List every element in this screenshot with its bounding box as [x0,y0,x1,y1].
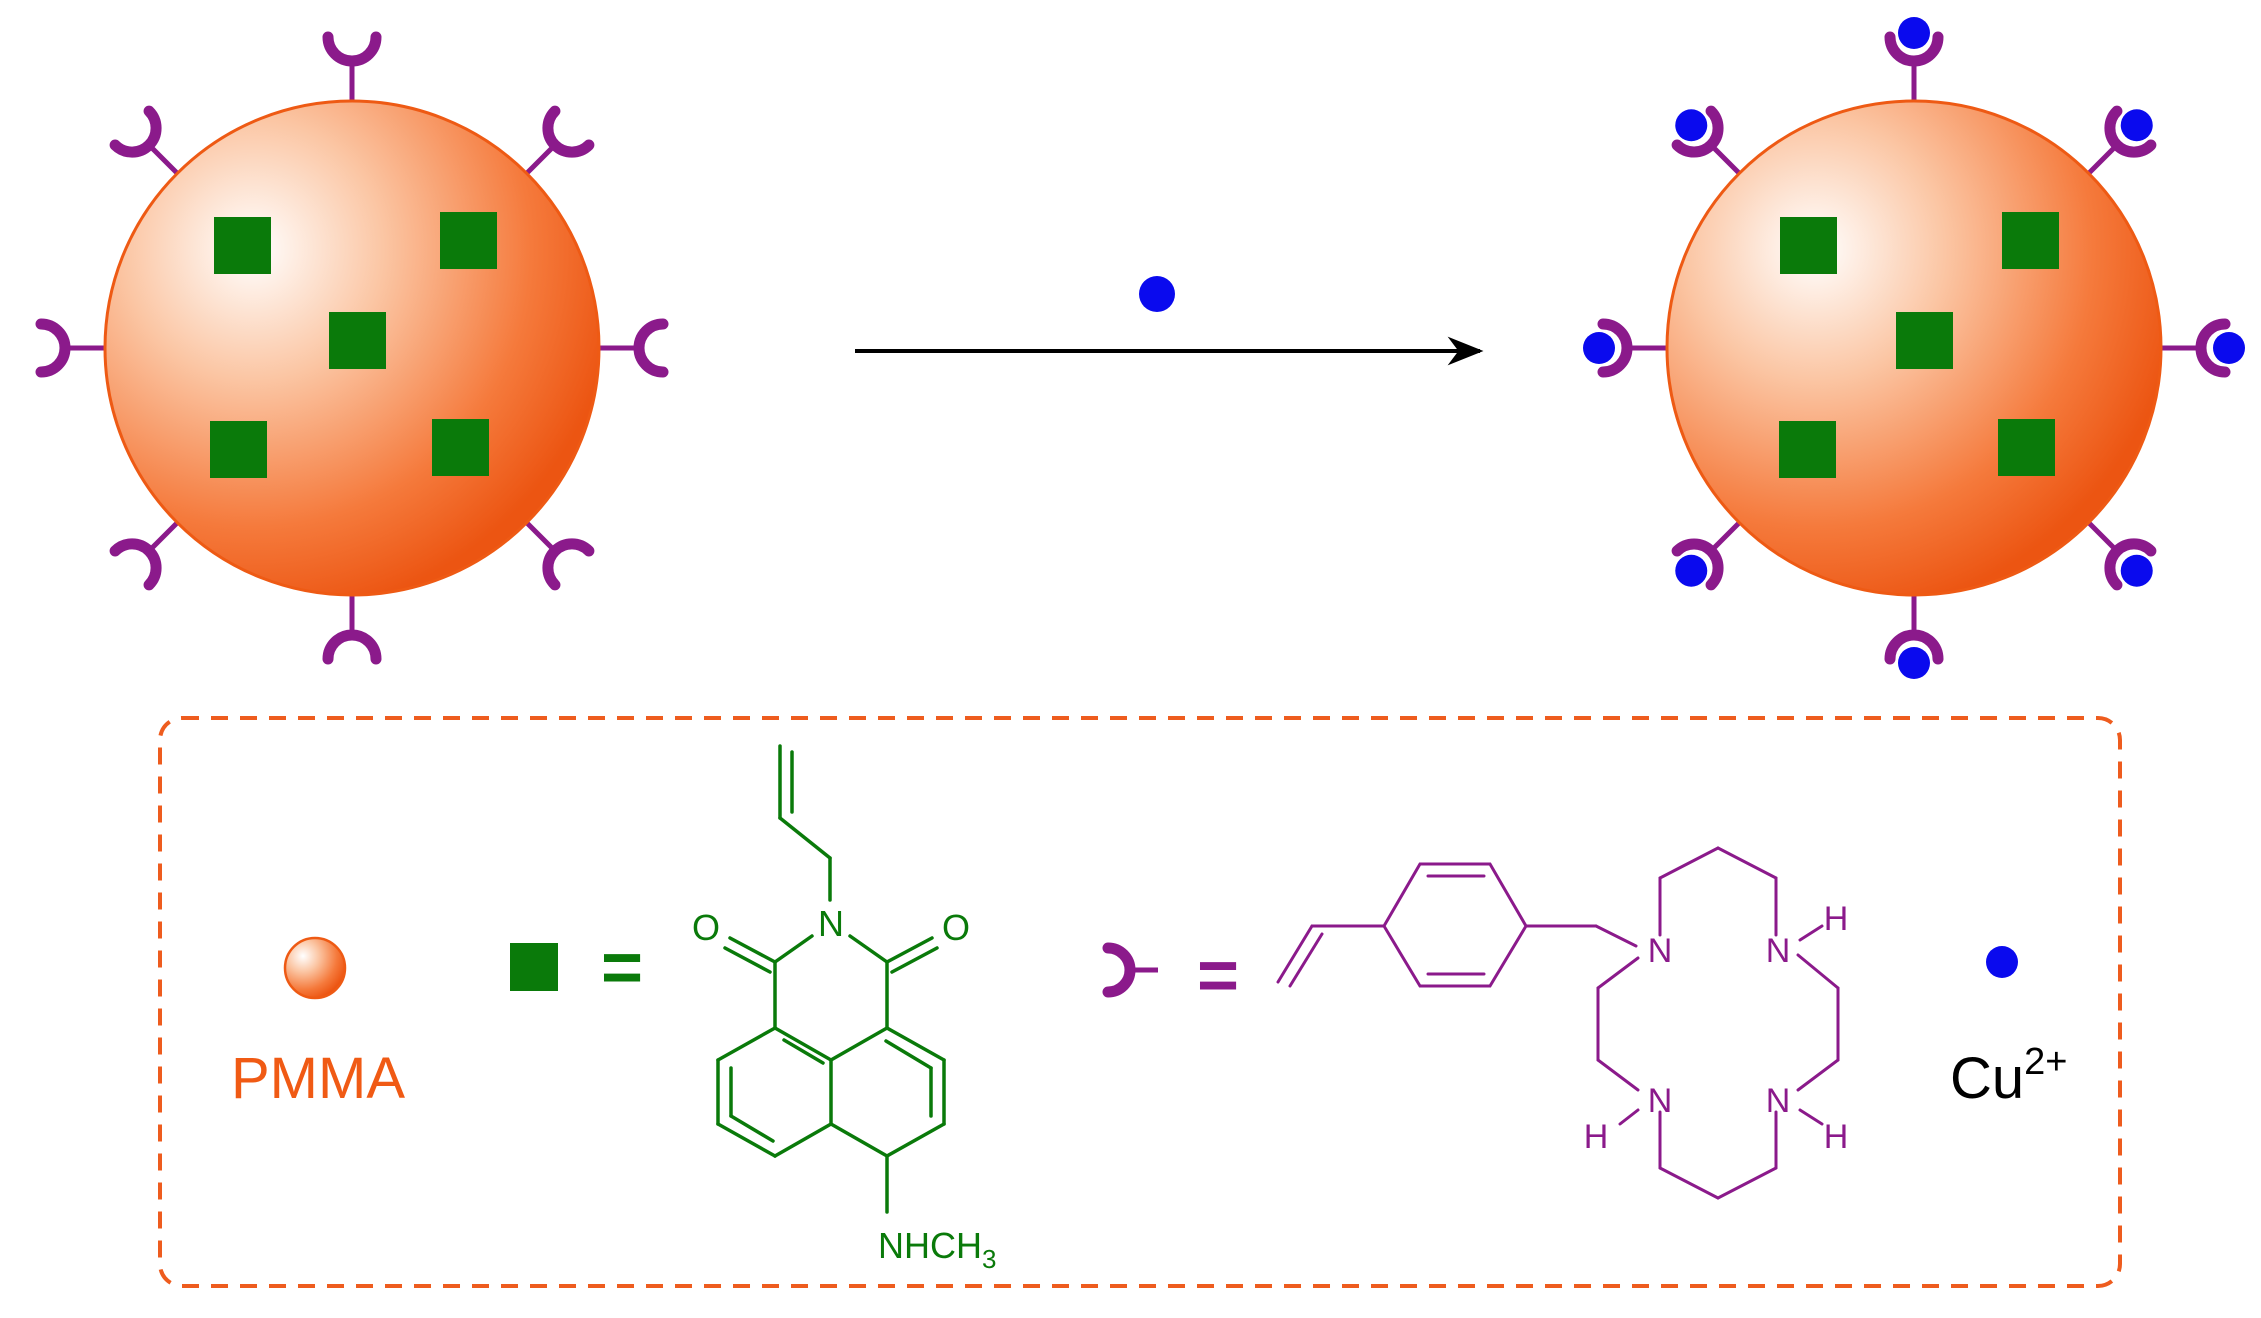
receptor-stem [1709,520,1742,553]
fluorophore-square [210,421,267,478]
receptor-cup [2104,105,2157,158]
receptor-layer [35,31,669,665]
cu-label: Cu2+ [1950,1041,2067,1111]
fluorophore-square [1998,419,2055,476]
receptor-cup [633,318,669,378]
receptor-layer [1583,17,2245,679]
bound-cu-ion [2120,109,2153,142]
legend-box [158,716,2122,1288]
receptor-cup [542,538,595,591]
pmma-legend-sphere [283,936,347,1000]
fluorophore-equals: = [601,928,643,1008]
cyclam-n2: N [1766,932,1791,970]
receptor-cup [109,538,162,591]
receptor-cup [1884,31,1944,67]
fluorophore-square [2002,212,2059,269]
bound-cu-ion [1675,109,1708,142]
methylamino-label: NHCH3 [878,1225,996,1274]
carbonyl-oxygen-right: O [942,907,970,948]
receptor-cup [1671,538,1724,591]
fluorophore-square [1779,421,1836,478]
bound-cu-ion [2213,332,2245,364]
imide-nitrogen: N [818,903,844,944]
bound-cu-ion [1898,647,1930,679]
cu-legend-dot [1986,946,2018,978]
cyclam-h3: H [1824,1118,1849,1156]
receptor-cup [109,105,162,158]
cu-bound-nanoparticle [1583,17,2245,679]
bound-cu-ion [2120,554,2153,587]
bare-nanoparticle [35,31,669,665]
fluorophore-square [1896,312,1953,369]
receptor-equals: = [1197,936,1239,1016]
receptor-stem [524,143,557,176]
fluorophore-square [329,312,386,369]
receptor-stem [2086,520,2119,553]
fluorophore-legend-square [510,943,558,991]
bound-cu-ion [1898,17,1930,49]
fluorophore-square [214,217,271,274]
fluorophore-square [440,212,497,269]
cyclam-n4: N [1766,1082,1791,1120]
cyclam-h1: H [1824,900,1849,938]
cyclam-n1: N [1648,932,1673,970]
receptor-cup [322,31,382,67]
receptor-stem [2086,143,2119,176]
fluorophore-square [1780,217,1837,274]
receptor-cup [542,105,595,158]
bound-cu-ion [1583,332,1615,364]
reaction-arrow [855,276,1484,366]
receptor-cup [2104,538,2157,591]
naphthalimide-structure [716,744,946,1214]
cu-ion-reagent [1139,276,1175,312]
receptor-cup [1884,629,1944,665]
receptor-legend-symbol [1102,942,1158,998]
receptor-stem [524,520,557,553]
receptor-stem [147,143,180,176]
receptor-stem [147,520,180,553]
receptor-cup [1597,318,1633,378]
pmma-label: PMMA [231,1046,405,1111]
receptor-cup [2195,318,2231,378]
cyclam-h2: H [1584,1118,1609,1156]
receptor-cup [35,318,71,378]
receptor-cup [1671,105,1724,158]
carbonyl-oxygen-left: O [692,907,720,948]
bound-cu-ion [1675,554,1708,587]
fluorophore-square [432,419,489,476]
cyclam-n3: N [1648,1082,1673,1120]
receptor-stem [1709,143,1742,176]
receptor-cup [322,629,382,665]
cyclam-structure [1276,846,1840,1200]
